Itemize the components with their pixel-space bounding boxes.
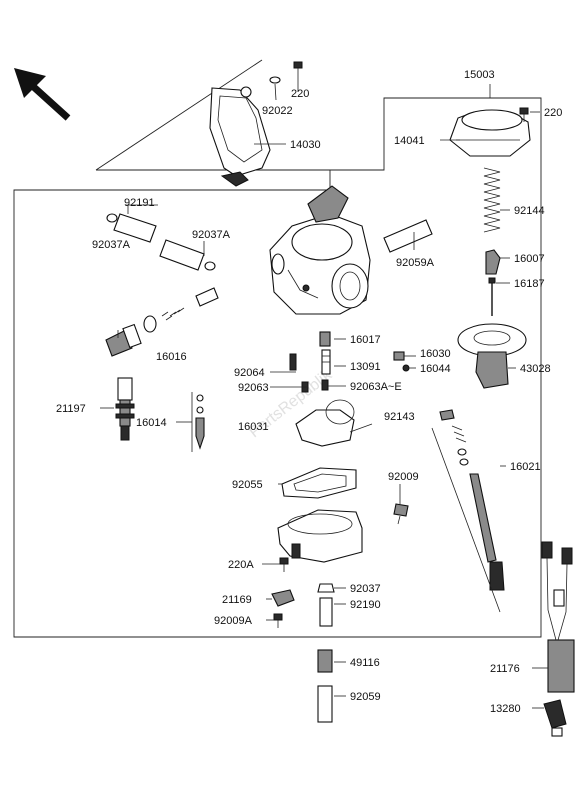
part-13280: [543, 699, 567, 737]
clip-92037A-left: [106, 213, 118, 223]
jet-92063A-E: [321, 379, 329, 391]
callout-92191: 92191: [124, 197, 155, 209]
harness-21176: [541, 541, 575, 693]
callout-16044: 16044: [420, 363, 451, 375]
part-16030: [393, 351, 405, 361]
callout-92055: 92055: [232, 479, 263, 491]
callout-15003: 15003: [464, 69, 495, 81]
callout-14041: 14041: [394, 135, 425, 147]
callout-16030: 16030: [420, 348, 451, 360]
callout-16021: 16021: [510, 461, 541, 473]
boot-14030: [209, 86, 271, 187]
callout-13280: 13280: [490, 703, 521, 715]
callout-13091: 13091: [350, 361, 381, 373]
washer-92022: [269, 76, 281, 84]
gasket-92055-inner: [293, 473, 347, 493]
callout-16031: 16031: [238, 421, 269, 433]
clip-92037A-right: [204, 261, 216, 271]
hose-92059: [317, 685, 333, 723]
float-bowl: [277, 509, 363, 563]
spring-92144: [483, 167, 501, 233]
callout-92037A-right: 92037A: [192, 229, 231, 241]
jet-16017: [319, 331, 331, 347]
boot-subframe: [95, 59, 263, 171]
callout-92009: 92009: [388, 471, 419, 483]
callout-21169: 21169: [222, 594, 252, 606]
callout-14030: 14030: [290, 139, 321, 151]
callout-16007: 16007: [514, 253, 545, 265]
carburetor-body: [269, 185, 371, 315]
callout-16014: 16014: [136, 417, 167, 429]
callout-43028: 43028: [520, 363, 551, 375]
callout-92009A: 92009A: [214, 615, 253, 627]
bracket-21169: [271, 589, 295, 607]
callout-92064: 92064: [234, 367, 265, 379]
diaphragm-43028: [457, 323, 527, 389]
callout-16017: 16017: [350, 334, 381, 346]
screw-92009A: [273, 613, 283, 628]
clip-92143: [439, 409, 455, 421]
callout-92059: 92059: [350, 691, 381, 703]
screw-92009: [393, 503, 409, 525]
hose-92059A: [383, 219, 433, 253]
callout-21197: 21197: [56, 403, 86, 415]
callout-92063: 92063: [238, 382, 269, 394]
callout-16187: 16187: [514, 278, 545, 290]
callout-92063A-E: 92063A~E: [350, 381, 402, 393]
callout-220A: 220A: [228, 559, 254, 571]
clip-92037: [317, 583, 335, 593]
pilot-set-16014: [195, 394, 205, 450]
screw-220-right: [519, 107, 529, 122]
callout-21176: 21176: [490, 663, 520, 675]
front-arrow-icon: [14, 68, 71, 121]
needle-16187: [488, 277, 496, 316]
callout-92022: 92022: [262, 105, 293, 117]
callout-220-right: 220: [544, 107, 562, 119]
callout-92190: 92190: [350, 599, 381, 611]
choke-21197: [115, 377, 135, 441]
hose-92190: [319, 597, 333, 627]
leader-lines: [100, 76, 548, 709]
jet-92064: [289, 353, 297, 371]
screw-220A: [279, 557, 289, 572]
jet-13091: [321, 349, 331, 375]
top-cover-14041: [449, 109, 531, 157]
throttle-16031: [295, 399, 373, 447]
callout-92037: 92037: [350, 583, 381, 595]
gasket-92055: [281, 467, 357, 499]
callout-49116: 49116: [350, 657, 380, 669]
pilot-screw-16016: [105, 287, 219, 357]
callout-16016: 16016: [156, 351, 187, 363]
callout-labels: 15003 220 92022 220 14041 14030 92191 92…: [56, 69, 562, 715]
retainer-16007: [485, 249, 501, 275]
main-frame-outline: [13, 97, 542, 638]
callout-92059A: 92059A: [396, 257, 435, 269]
needle-jet-16021: [451, 425, 505, 591]
hose-92191: [113, 213, 205, 271]
filter-49116: [317, 649, 333, 673]
screw-220-top: [293, 61, 303, 76]
callout-92144: 92144: [514, 205, 545, 217]
callout-92037A-left: 92037A: [92, 239, 131, 251]
callout-220-top: 220: [291, 88, 309, 100]
callout-92143: 92143: [384, 411, 415, 423]
